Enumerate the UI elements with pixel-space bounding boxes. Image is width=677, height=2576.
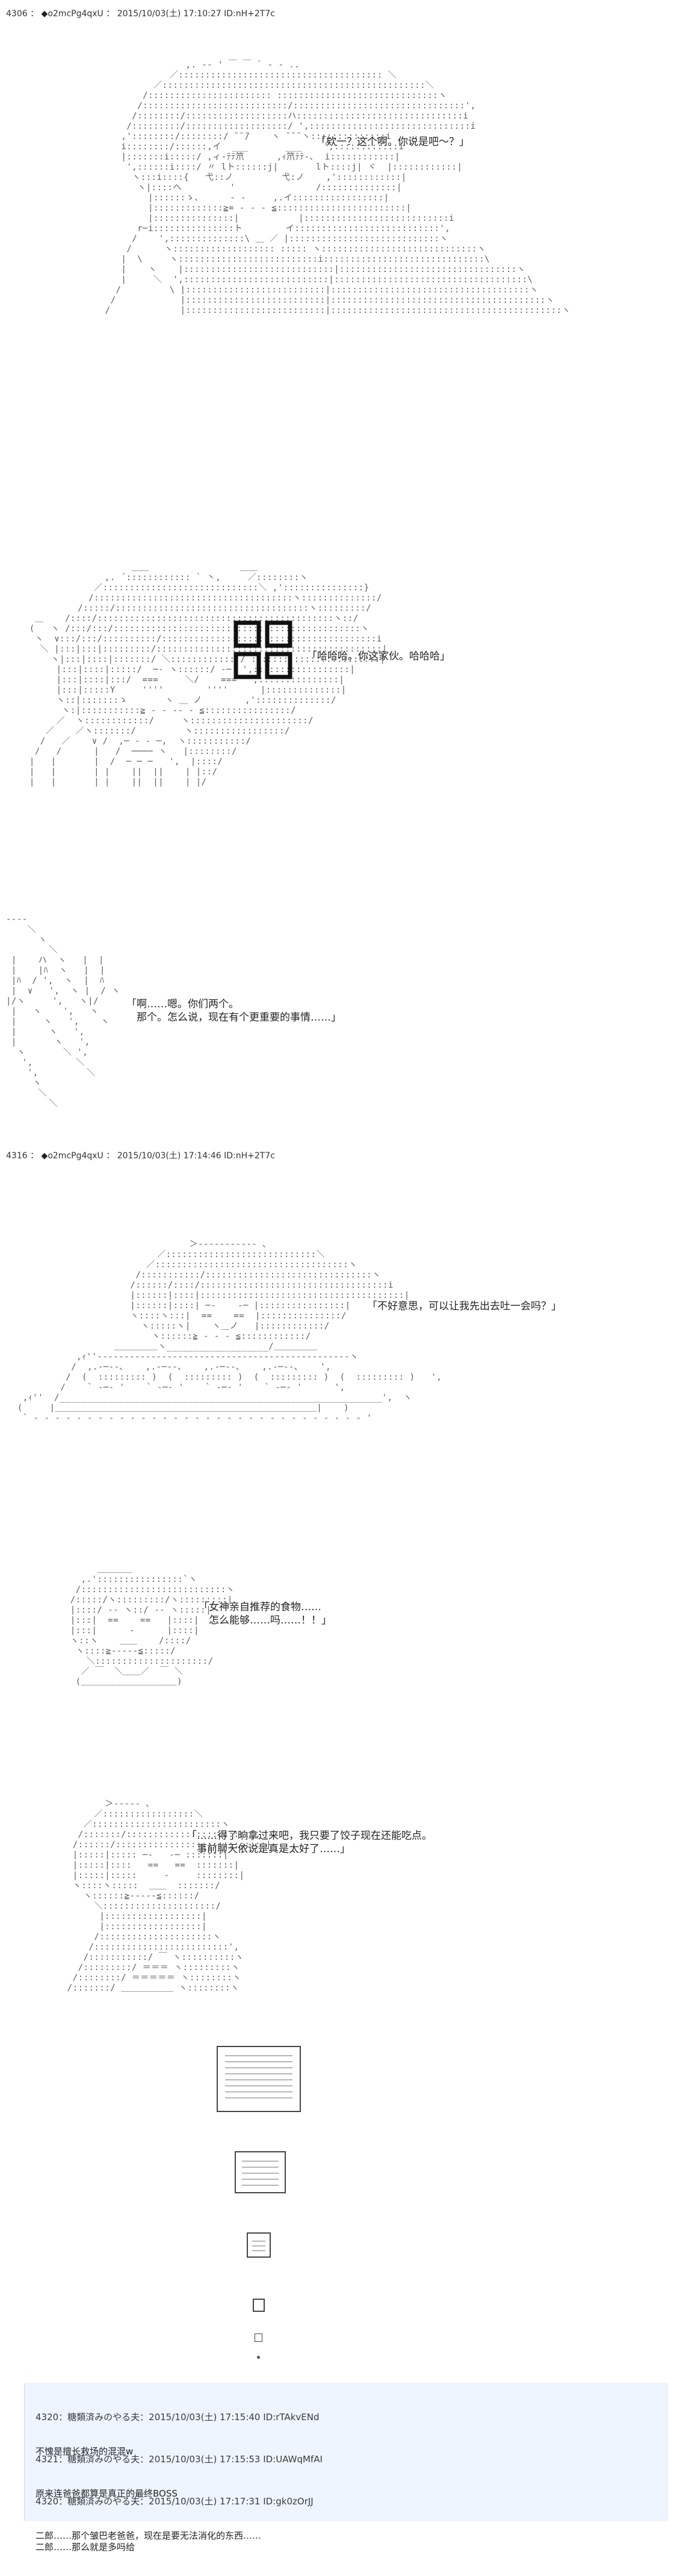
dialog-line: 「不好意思，可以让我先出去吐一会吗？」 [367,1300,561,1312]
post-date: 2015/10/03(土) 17:10:27 [117,9,221,19]
shrinking-box [253,2299,265,2312]
dialog-line: 「女神亲自推荐的食物…… 怎么能够……吗……！！」 [199,1601,332,1626]
end-dot [257,2356,260,2359]
ascii-art-figure: ＞‐‐‐‐‐ ､ ／:::::::::::::::::＼ ／::::::::::… [67,1799,272,1993]
comment-body: 不愧是擅长救场的混混w [36,2446,134,2457]
ascii-art-figure: ＿＿＿＿ ,.'::::::::::::::::`ヽ /::::::::::::… [70,1564,235,1687]
shrinking-box [247,2232,271,2258]
comment-body: 原来连爸爸都算是真正的最终BOSS [36,2488,178,2499]
dialog-line: 「欸一？这个啊。你说是吧～？」 [316,136,469,148]
dialog-line: 「哈哈哈。你这家伙。哈哈哈」 [307,650,450,663]
post-id[interactable]: ID:nH+2T7c [224,9,275,19]
comment-list: 4320：糖類済みのやる夫：2015/10/03(土) 17:15:40 ID:… [24,2383,669,2553]
trip-symbol: ◆ [41,9,48,19]
trip-name[interactable]: o2mcPg4qxU [48,9,104,19]
ascii-art-figure: ＿＿ ＿＿ ,. ´:::::::::::: ` 丶, ／::::::::ヽ ／… [29,563,388,787]
ascii-art-figure: ‐‐‐‐ ＼ ヽ ＼ | ハ ヽ | | | |ﾊ ヽ | | |ﾊ / ', … [6,915,120,1108]
ascii-art-figure: ＞‐‐‐‐‐‐‐‐‐‐‐ ､ ／::::::::::::::::::::::::… [17,1240,442,1423]
trip-name[interactable]: o2mcPg4qxU [48,1151,104,1161]
comment-item: 4321：糖類済みのやる夫：2015/10/03(土) 17:15:53 ID:… [36,2431,323,2522]
comment-header: 4320：糖類済みのやる夫：2015/10/03(土) 17:15:40 ID:… [36,2412,320,2423]
comment-header: 4320：糖類済みのやる夫：2015/10/03(土) 17:17:31 ID:… [36,2496,314,2507]
ascii-art-figure: ,. -‐ ' ￣ ￣ ` ‐ - .. ／::::::::::::::::::… [105,60,571,315]
anger-mark-icon [233,620,292,679]
shrinking-box [235,2151,286,2193]
post-date: 2015/10/03(土) 17:14:46 [117,1151,221,1161]
dialog-line: 「……得了晌拿过来吧，我只要了饺子现在还能吃点。 事前聊天依说是真是太好了……」 [187,1830,432,1855]
post-number: 4316 [6,1151,28,1161]
comment-body: 二郎……那个皱巴老爸爸，现在是要无法消化的东西…… 二郎……那么就是多吗给 [36,2530,262,2553]
post-header: 4306 ： ◆o2mcPg4qxU ： 2015/10/03(土) 17:10… [6,9,275,19]
shrinking-box [217,2046,301,2112]
comment-item: 4320：糖類済みのやる夫：2015/10/03(土) 17:15:40 ID:… [36,2389,319,2480]
trip-symbol: ◆ [41,1151,48,1161]
post-id[interactable]: ID:nH+2T7c [224,1151,275,1161]
post-number: 4306 [6,9,28,19]
comment-header: 4321：糖類済みのやる夫：2015/10/03(土) 17:15:53 ID:… [36,2454,323,2465]
dialog-line: 「啊……嗯。你们两个。 那个。怎么说，现在有个更重要的事情……」 [126,998,341,1024]
comment-item: 4320：糖類済みのやる夫：2015/10/03(土) 17:17:31 ID:… [36,2473,314,2576]
shrinking-box [255,2334,262,2342]
post-header: 4316 ： ◆o2mcPg4qxU ： 2015/10/03(土) 17:14… [6,1151,275,1161]
